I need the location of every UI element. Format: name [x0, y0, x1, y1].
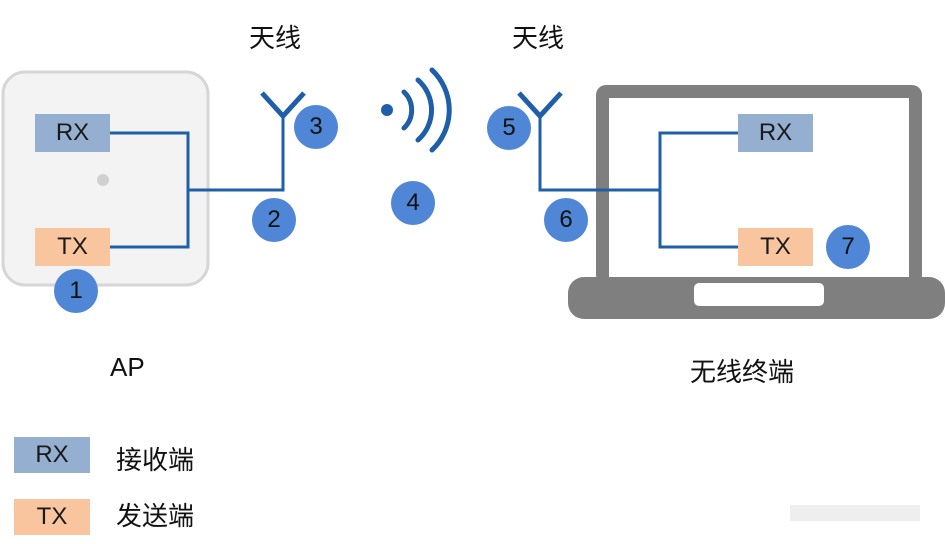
- step-4-badge: 4: [391, 181, 435, 225]
- legend-rx-text: 接收端: [116, 446, 195, 476]
- wifi-signal-icon: [381, 67, 452, 153]
- ap-rx-box: RX: [35, 114, 110, 152]
- watermark: [790, 505, 920, 521]
- step-6-badge: 6: [544, 198, 588, 242]
- ap-tx-box: TX: [35, 228, 110, 266]
- terminal-rx-box: RX: [738, 114, 813, 152]
- legend-rx-swatch: RX: [14, 437, 90, 473]
- terminal-wiring: [517, 91, 738, 249]
- legend-tx-text: 发送端: [116, 502, 195, 532]
- step-3-badge: 3: [294, 105, 338, 149]
- ap-wiring: [110, 91, 306, 249]
- step-5-badge: 5: [487, 106, 531, 150]
- step-2-badge: 2: [252, 198, 296, 242]
- antenna-label-right: 天线: [512, 24, 565, 54]
- ap-logo: [97, 174, 109, 186]
- ap-label: AP: [110, 352, 145, 382]
- step-1-badge: 1: [54, 269, 98, 313]
- terminal-label: 无线终端: [690, 358, 795, 388]
- terminal-tx-box: TX: [738, 228, 813, 266]
- antenna-label-left: 天线: [249, 24, 302, 54]
- step-7-badge: 7: [826, 225, 870, 269]
- legend-tx-swatch: TX: [14, 499, 90, 535]
